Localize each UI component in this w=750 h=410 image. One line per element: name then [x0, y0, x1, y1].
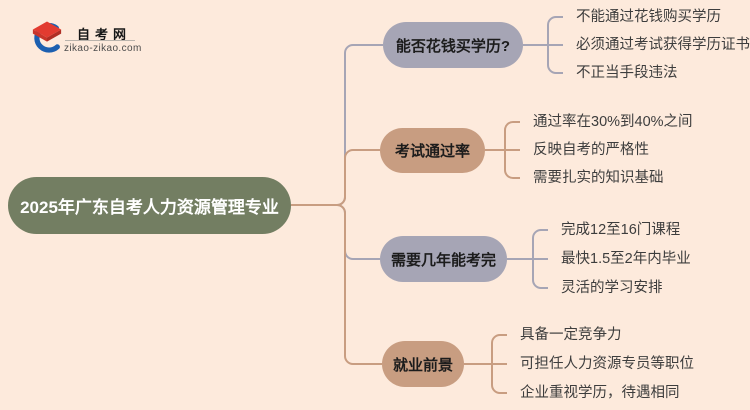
main-topic-node: 2025年广东自考人力资源管理专业 [8, 177, 291, 234]
connector-branch3-bracket [532, 229, 548, 289]
leaf-item: 最快1.5至2年内毕业 [561, 251, 691, 267]
connector-main-branch2 [291, 149, 380, 206]
leaf-item: 不正当手段违法 [576, 65, 678, 81]
leaf-item: 可担任人力资源专员等职位 [520, 356, 694, 372]
branch-node-job-outlook: 就业前景 [382, 341, 464, 387]
site-name: 自考网 [77, 27, 132, 42]
leaf-item: 必须通过考试获得学历证书 [576, 37, 750, 53]
branch-node-years-needed: 需要几年能考完 [380, 236, 507, 282]
leaf-item: 具备一定竞争力 [520, 327, 622, 343]
connector-main-branch3 [291, 204, 380, 260]
leaf-item: 灵活的学习安排 [561, 280, 663, 296]
connector-main-branch4 [291, 204, 382, 365]
leaf-item: 不能通过花钱购买学历 [576, 9, 721, 25]
leaf-item: 通过率在30%到40%之间 [533, 114, 693, 130]
leaf-item: 反映自考的严格性 [533, 142, 649, 158]
graduation-cap-icon [32, 21, 62, 53]
site-url: zikao-zikao.com [64, 43, 142, 54]
branch-node-buy-degree: 能否花钱买学历? [383, 22, 523, 68]
connector-branch4-bracket [491, 334, 507, 394]
connector-branch1-bracket [547, 16, 563, 74]
branch-node-pass-rate: 考试通过率 [380, 128, 485, 173]
connector-main-branch1 [291, 44, 383, 206]
leaf-item: 企业重视学历，待遇相同 [520, 385, 680, 401]
leaf-item: 需要扎实的知识基础 [533, 170, 664, 186]
leaf-item: 完成12至16门课程 [561, 222, 681, 238]
logo-divider [65, 40, 135, 41]
connector-branch2-bracket [504, 121, 520, 179]
